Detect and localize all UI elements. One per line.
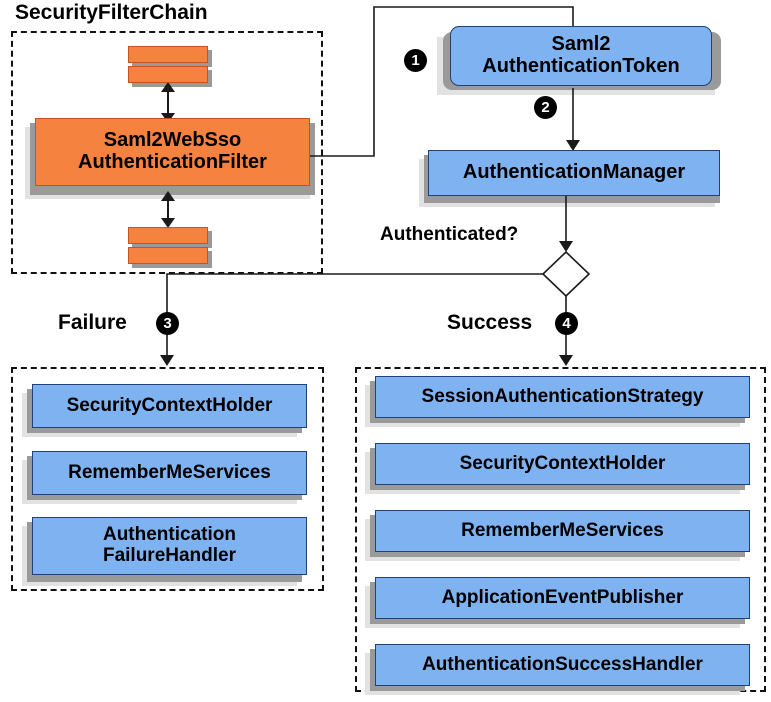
decision-diamond [541,250,591,298]
success-item-authenticationsuccesshandler[interactable]: AuthenticationSuccessHandler [375,644,750,686]
failure-item-authenticationfailurehandler[interactable]: Authentication FailureHandler [32,517,307,575]
filter-bar-4 [128,247,208,264]
failure-label: Failure [58,311,127,334]
filter-bar-3 [128,227,208,244]
filter-bar-1 [128,46,208,63]
failure-item-securitycontextholder[interactable]: SecurityContextHolder [32,384,307,428]
success-item-applicationeventpublisher[interactable]: ApplicationEventPublisher [375,577,750,619]
arrow-token-to-manager [566,88,580,151]
step-1-badge: 1 [404,49,427,72]
success-label: Success [447,311,533,334]
success-item-remembermeservices[interactable]: RememberMeServices [375,510,750,552]
success-item-securitycontextholder[interactable]: SecurityContextHolder [375,443,750,485]
step-2-badge: 2 [534,96,557,119]
saml2websso-authenticationfilter-node[interactable]: Saml2WebSso AuthenticationFilter [35,118,310,186]
authenticationmanager-node[interactable]: AuthenticationManager [428,150,720,196]
authenticated-decision-label: Authenticated? [380,224,519,245]
step-3-badge: 3 [156,312,179,335]
step-4-badge: 4 [555,312,578,335]
failure-item-remembermeservices[interactable]: RememberMeServices [32,451,307,495]
success-item-sessionauthenticationstrategy[interactable]: SessionAuthenticationStrategy [375,376,750,418]
saml2-authenticationtoken-node[interactable]: Saml2 AuthenticationToken [450,26,712,86]
filter-bar-2 [128,66,208,83]
failure-group [11,367,324,591]
securityfilterchain-title: SecurityFilterChain [15,1,208,24]
